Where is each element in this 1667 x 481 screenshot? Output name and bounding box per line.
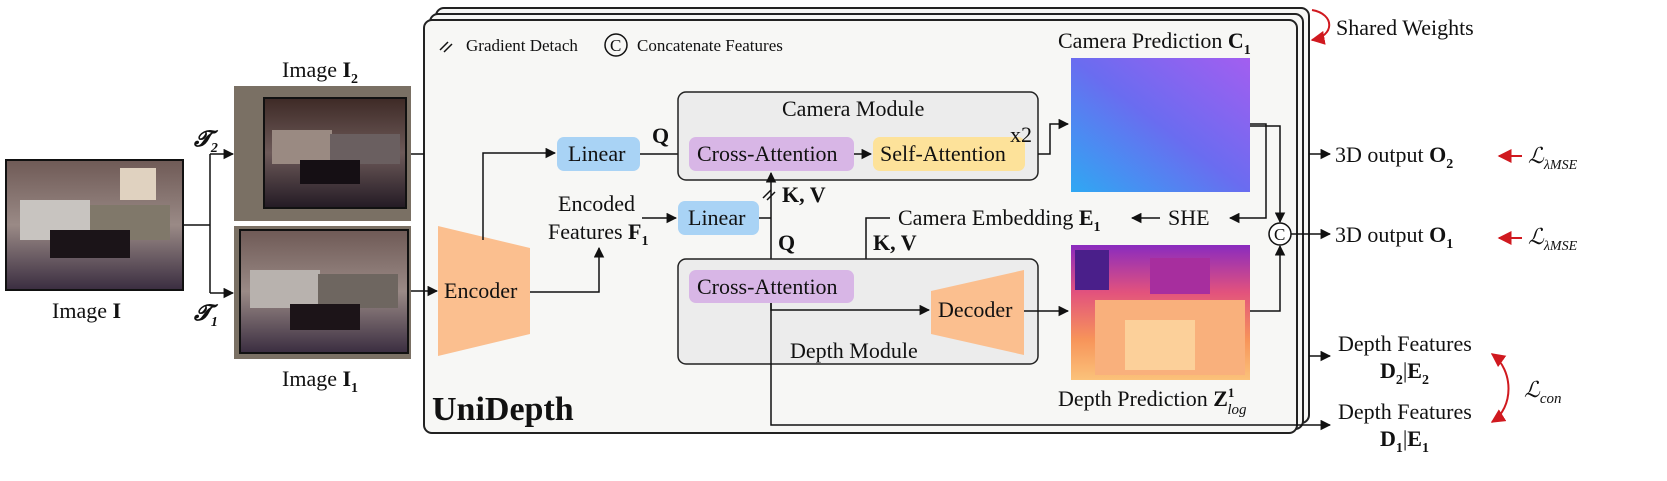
encoded-features-line1: Encoded [558,191,635,216]
gradient-detach-icon [439,41,453,53]
shared-weights-label: Shared Weights [1336,15,1474,40]
camera-prediction-map [1071,58,1250,192]
cross-attention-camera-label: Cross-Attention [697,141,838,166]
legend-gradient-detach: Gradient Detach [466,36,578,55]
camera-prediction-label: Camera Prediction C1 [1058,28,1251,58]
loss-o2: ℒλMSE [1528,143,1578,173]
encoder-to-linear-top [482,147,557,240]
decoder-block [931,270,1024,355]
cross-attention-depth-label: Cross-Attention [697,274,838,299]
encoder-block [438,226,530,356]
image-i1-label: Image I1 [282,366,358,396]
cross-attention-depth [689,270,854,303]
legend-concatenate: Concatenate Features [637,36,783,55]
camera-to-she [1228,123,1267,224]
consistency-arrow [1490,353,1510,423]
encoder-label: Encoder [444,278,518,303]
unidepth-title: UniDepth [432,391,574,428]
image-i2 [263,97,407,209]
shared-weights-arrow [1310,9,1331,45]
q-mid-label: Q [778,230,795,255]
output-o2: 3D output O2 [1335,142,1453,172]
self-attention-label: Self-Attention [880,141,1006,166]
encoded-features-line2: Features F1 [548,219,648,249]
depth-features-1-title: Depth Features [1338,399,1472,424]
self-to-camera-pred [1038,118,1070,155]
depth-features-2-symbols: D2|E2 [1380,358,1429,388]
linear-mid-block [678,201,759,235]
loss-o1: ℒλMSE [1528,224,1578,254]
gradient-detach-kv-icon [762,189,776,201]
consistency-loss: ℒcon [1524,377,1562,407]
depth-features-2-title: Depth Features [1338,331,1472,356]
encoder-to-features [530,246,605,293]
split-lines [183,154,211,293]
concat-legend-icon [604,33,628,57]
t1-label: 𝓣1 [193,300,219,330]
camera-module-label: Camera Module [782,96,924,121]
input-image-label: Image I [52,298,121,323]
concat-legend-symbol: C [610,36,621,55]
image-i1 [239,229,409,354]
output-o1: 3D output O1 [1335,222,1453,252]
self-attention-block [873,137,1025,171]
kv-top-label: K, V [782,182,826,207]
cross-attention-camera [689,137,854,171]
depth-module-label: Depth Module [790,338,918,363]
camera-embedding-label: Camera Embedding E1 [898,205,1101,235]
repeat-label: x2 [1010,122,1032,147]
kv-mid-label: K, V [873,230,917,255]
she-label: SHE [1168,205,1210,230]
q-top-label: Q [652,123,669,148]
linear-top-block [557,137,640,171]
depth-features-1-symbols: D1|E1 [1380,426,1429,456]
camera-to-concat [1250,125,1286,224]
depth-features-line [770,303,1332,431]
depth-prediction-map [1071,245,1250,380]
input-image [5,159,184,291]
decoder-label: Decoder [938,297,1013,322]
linear-top-label: Linear [568,141,626,166]
image-i2-label: Image I2 [282,57,358,87]
linear-mid-label: Linear [688,205,746,230]
t2-label: 𝓣2 [193,126,219,156]
concat-node-symbol: C [1274,225,1285,244]
depth-to-concat [1250,244,1286,312]
